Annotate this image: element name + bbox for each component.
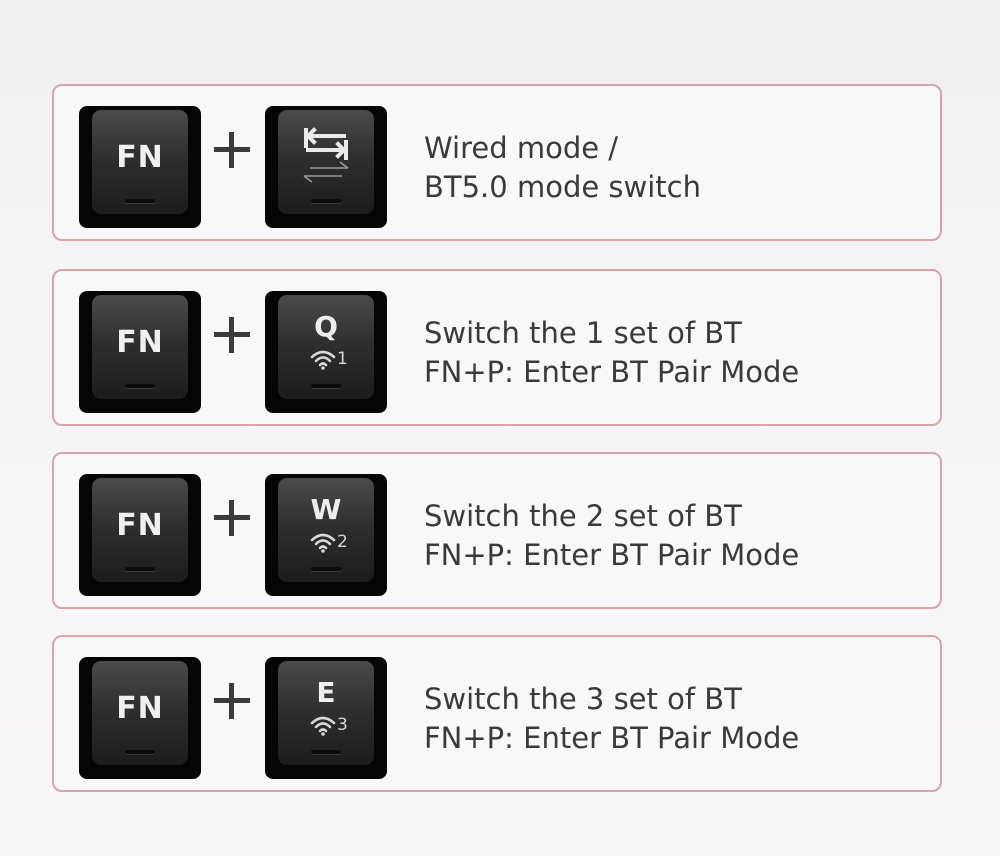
plus-icon: [214, 132, 250, 168]
bt-channel-number: 1: [337, 349, 348, 369]
description-line-1: Switch the 3 set of BT: [424, 682, 742, 716]
shortcut-row-bt-1: FN Q 1 Switch the 1 set of BT F: [52, 269, 942, 426]
wifi-icon: [310, 716, 336, 736]
description-line-1: Wired mode /: [424, 131, 619, 165]
w-key: W 2: [265, 474, 387, 596]
fn-key-label: FN: [116, 691, 164, 726]
shortcut-row-bt-3: FN E 3 Switch the 3 set of BT F: [52, 635, 942, 792]
fn-key: FN: [79, 474, 201, 596]
fn-key-label: FN: [116, 508, 164, 543]
mode-switch-key: [265, 106, 387, 228]
description-line-2: BT5.0 mode switch: [424, 170, 701, 204]
description-line-1: Switch the 1 set of BT: [424, 316, 742, 350]
bt-channel-number: 2: [337, 532, 348, 552]
fn-key: FN: [79, 106, 201, 228]
e-key: E 3: [265, 657, 387, 779]
row-description: Switch the 2 set of BT FN+P: Enter BT Pa…: [424, 497, 799, 575]
shortcut-row-mode-switch: FN: [52, 84, 942, 241]
fn-key: FN: [79, 657, 201, 779]
fn-key-label: FN: [116, 325, 164, 360]
shortcut-row-bt-2: FN W 2 Switch the 2 set of BT F: [52, 452, 942, 609]
description-line-2: FN+P: Enter BT Pair Mode: [424, 355, 800, 389]
wifi-icon: [310, 350, 336, 370]
q-key: Q 1: [265, 291, 387, 413]
key-letter: E: [316, 676, 336, 709]
key-letter: Q: [314, 310, 338, 343]
wired-bt-switch-icon: [303, 127, 349, 183]
bt-channel-number: 3: [337, 715, 348, 735]
fn-key-label: FN: [116, 140, 164, 175]
plus-icon: [214, 500, 250, 536]
description-line-2: FN+P: Enter BT Pair Mode: [424, 721, 800, 755]
row-description: Wired mode / BT5.0 mode switch: [424, 129, 701, 207]
fn-key: FN: [79, 291, 201, 413]
description-line-2: FN+P: Enter BT Pair Mode: [424, 538, 800, 572]
key-letter: W: [310, 493, 342, 526]
plus-icon: [214, 683, 250, 719]
row-description: Switch the 3 set of BT FN+P: Enter BT Pa…: [424, 680, 799, 758]
row-description: Switch the 1 set of BT FN+P: Enter BT Pa…: [424, 314, 799, 392]
description-line-1: Switch the 2 set of BT: [424, 499, 742, 533]
plus-icon: [214, 317, 250, 353]
wifi-icon: [310, 533, 336, 553]
